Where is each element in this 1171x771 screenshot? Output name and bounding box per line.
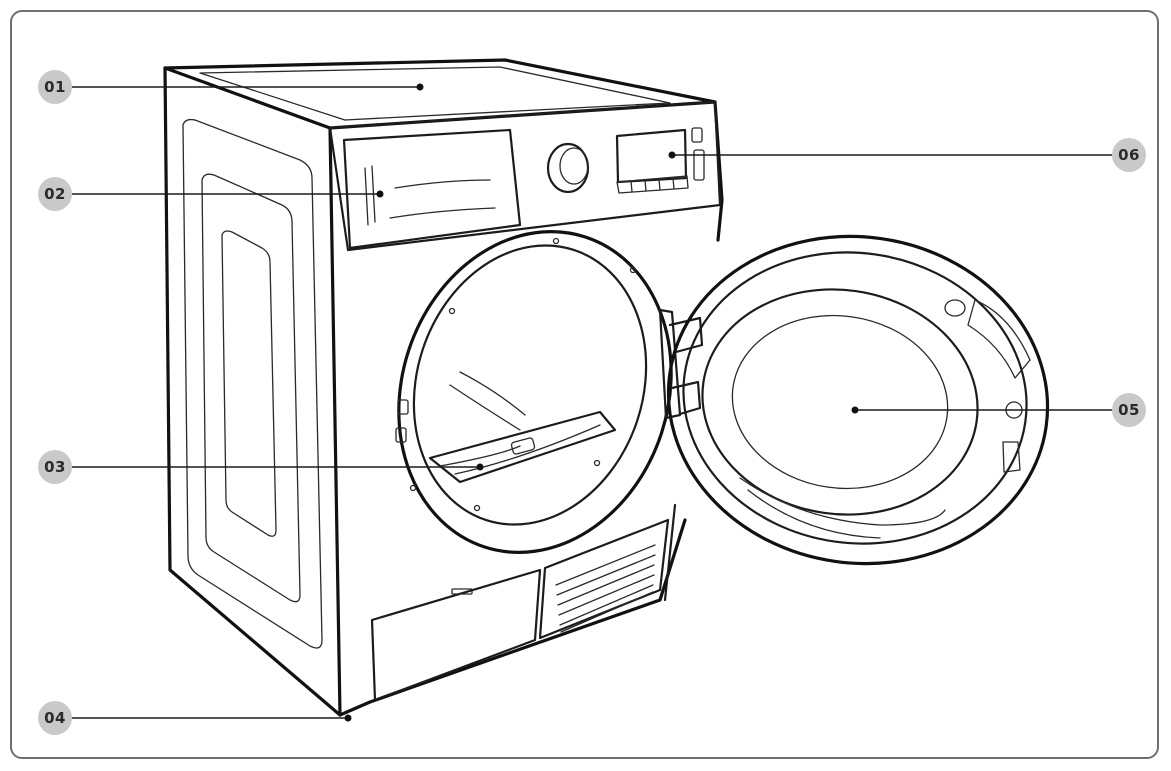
control-panel [328, 100, 722, 252]
callout-badge-04: 04 [38, 701, 72, 735]
callout-badge-06: 06 [1112, 138, 1146, 172]
callout-leaders [72, 83, 1112, 722]
drum-opening [395, 230, 673, 554]
door-hinge [658, 308, 704, 420]
callout-badge-02: 02 [38, 177, 72, 211]
open-door [666, 234, 1050, 566]
leader-dot-06 [668, 151, 676, 159]
dryer-cabinet [163, 58, 724, 717]
leader-dot-05 [851, 406, 859, 414]
leader-dot-04 [344, 714, 352, 722]
callout-badge-05: 05 [1112, 393, 1146, 427]
lower-panel [370, 518, 670, 702]
leader-dot-01 [416, 83, 424, 91]
callout-badge-01: 01 [38, 70, 72, 104]
callout-badge-03: 03 [38, 450, 72, 484]
leader-dot-03 [476, 463, 484, 471]
leader-dot-02 [376, 190, 384, 198]
diagram-frame [10, 10, 1159, 759]
